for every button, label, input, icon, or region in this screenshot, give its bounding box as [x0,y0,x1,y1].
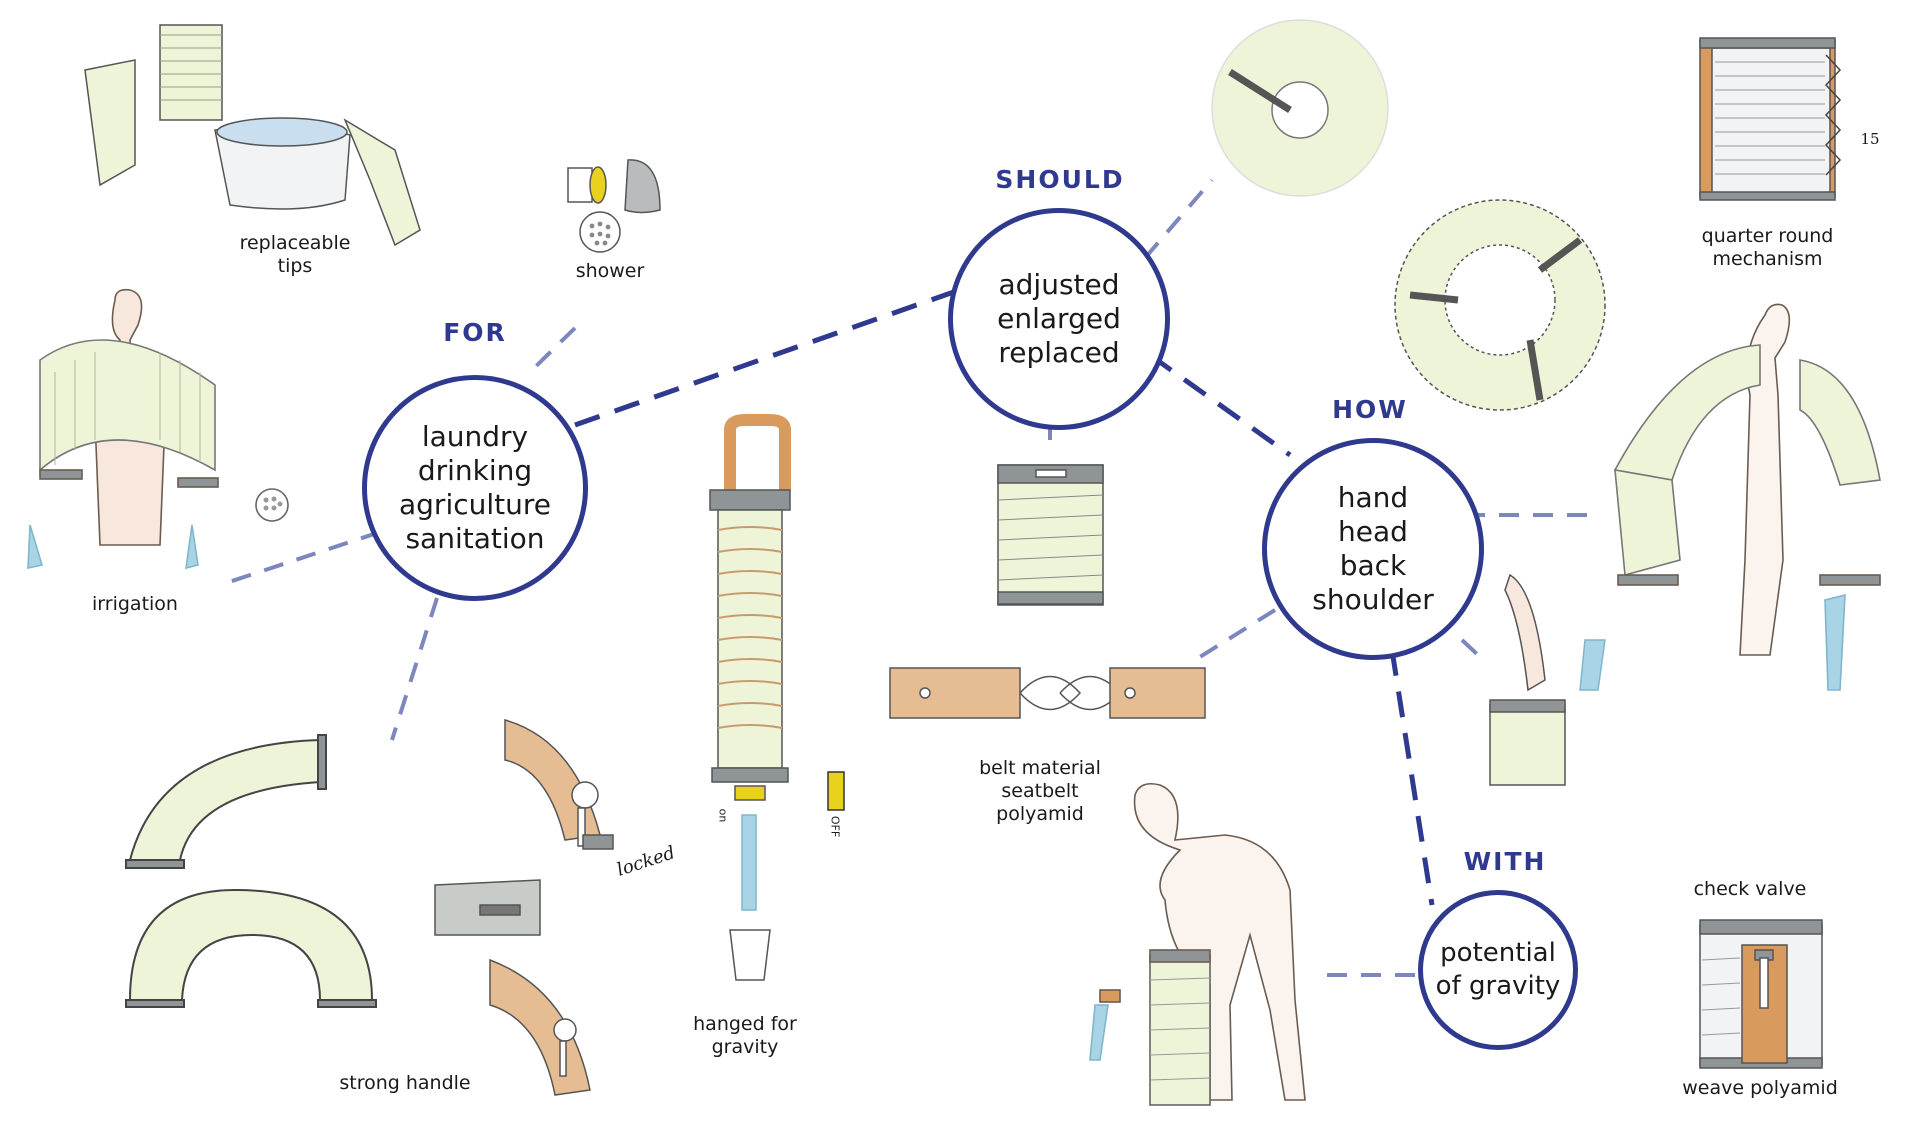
connector-should-how [1148,352,1292,458]
label-belt-material: belt material seatbelt polyamid [979,757,1101,825]
tips-basin-sketch [84,24,421,247]
for-item-sanitation: sanitation [405,522,545,555]
how-item-head: head [1338,515,1408,548]
hub-how: hand head back shoulder [1262,438,1484,660]
connector-hand-carry [1460,638,1480,657]
label-shower: shower [575,260,645,282]
label-quarter-round: quarter round mechanism [1701,225,1834,270]
for-heading: FOR [443,318,507,347]
shower-head-sketch [567,159,661,253]
for-item-laundry: laundry [421,420,529,453]
page-number: 15 [1860,130,1880,148]
should-item-adjusted: adjusted [998,268,1120,301]
back-carry-sketch [1613,303,1881,691]
how-heading: HOW [1332,395,1408,424]
how-item-back: back [1339,549,1407,582]
how-item-hand: hand [1337,481,1409,514]
bellows-container-sketch [997,464,1104,606]
label-check-valve: check valve [1693,878,1807,900]
ring-gear-sketch [1394,199,1606,411]
handle-arc-sketch [125,734,377,1008]
for-item-agriculture: agriculture [399,488,551,521]
label-weave-polyamid: weave polyamid [1682,1077,1838,1099]
hub-connectors [574,285,1435,906]
with-item-potential: potential [1440,938,1556,968]
connector-shower [528,326,577,374]
should-item-enlarged: enlarged [997,302,1121,335]
label-strong-handle: strong handle [339,1072,471,1094]
connector-ring [1143,178,1214,260]
label-irrigation: irrigation [92,593,178,615]
connector-irrigation [219,530,381,587]
should-item-replaced: replaced [998,336,1120,369]
connector-belt [1193,608,1277,662]
quarter-round-sketch [1699,37,1842,201]
handle-lock-sketch [434,719,614,1096]
for-item-drinking: drinking [417,454,533,487]
sketch-connectors [219,178,1595,977]
belt-sketch [889,667,1206,719]
shoulder-carry-sketch [27,288,289,570]
bending-person-sketch [1089,782,1306,1106]
connector-handle [390,597,439,741]
label-replaceable-tips: replaceable tips [239,232,351,277]
with-item-gravity: of gravity [1435,971,1561,1001]
ring-sketch [1211,19,1389,197]
hand-carry-sketch [1489,573,1606,786]
hub-for: laundry drinking agriculture sanitation [362,375,588,601]
hub-with: potential of gravity [1418,890,1578,1050]
hanging-container-sketch [709,414,845,981]
check-valve-sketch [1699,919,1823,1069]
with-heading: WITH [1463,847,1547,876]
should-heading: SHOULD [995,165,1125,194]
connector-how-with [1389,649,1435,906]
how-item-shoulder: shoulder [1312,583,1434,616]
label-hanged-for-gravity: hanged for gravity [693,1013,797,1058]
note-off: OFF [828,815,842,838]
connector-for-should [574,285,966,428]
hub-should: adjusted enlarged replaced [948,208,1170,430]
note-on: on [716,808,730,823]
